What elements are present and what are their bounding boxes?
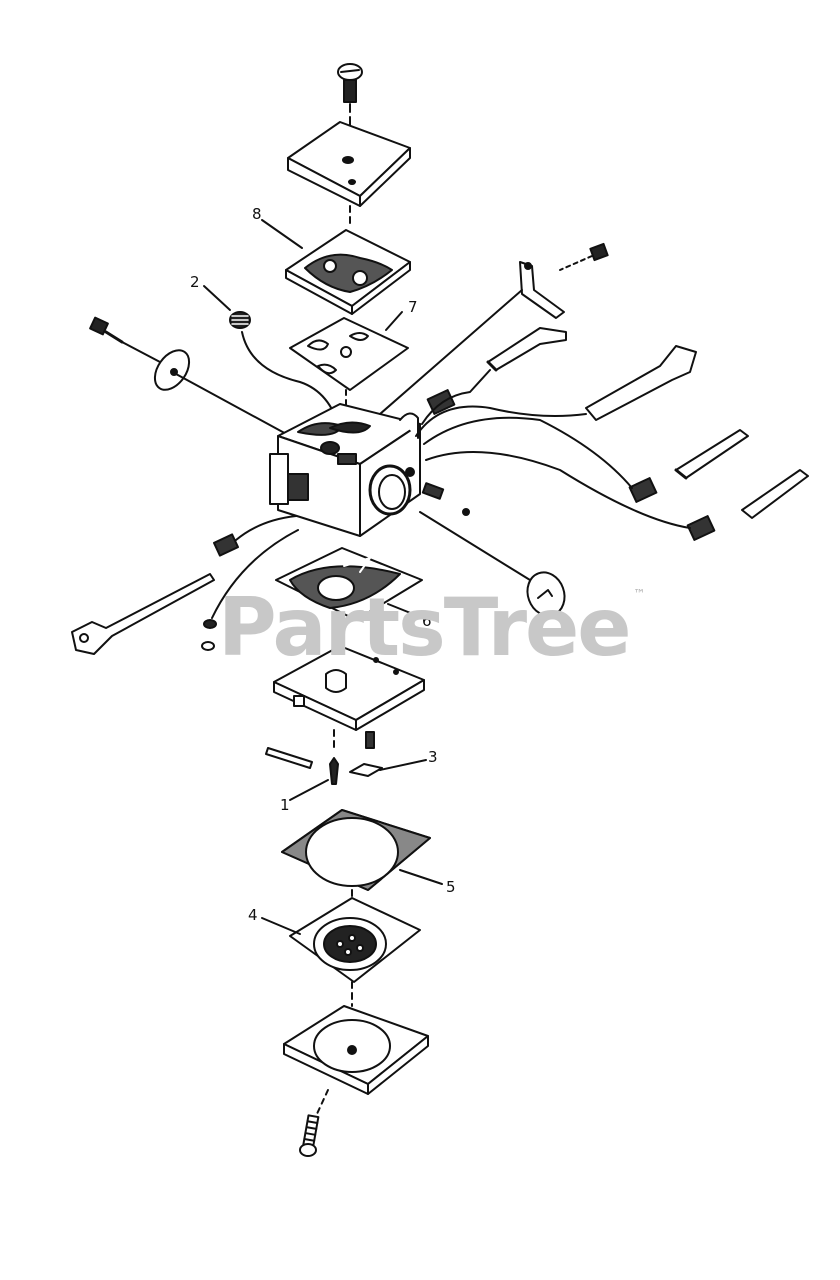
part-8-metering-gasket <box>285 229 411 315</box>
throttle-lever <box>519 261 565 319</box>
needle-mid <box>674 429 749 480</box>
callout-2: 2 <box>190 273 200 291</box>
choke-disc <box>526 571 566 617</box>
part-2-spring <box>229 311 251 329</box>
carburetor-body <box>269 403 421 537</box>
spring-mid <box>628 477 658 503</box>
needle-upper <box>486 327 567 372</box>
part-6-gasket <box>275 547 423 621</box>
metering-spring <box>365 731 375 749</box>
metering-lever <box>349 763 383 777</box>
lever-screw <box>559 242 609 271</box>
idle-needle <box>585 345 697 421</box>
part-7-gasket <box>289 317 409 391</box>
choke-spring <box>212 533 240 557</box>
callout-4: 4 <box>248 906 258 924</box>
left-screw <box>89 316 124 344</box>
callout-7: 7 <box>408 298 418 316</box>
top-screw <box>337 63 363 103</box>
callout-5: 5 <box>446 878 456 896</box>
callout-8: 8 <box>252 205 262 223</box>
callout-6: 6 <box>422 612 432 630</box>
lever-pin <box>265 747 313 769</box>
throttle-disc <box>153 349 191 391</box>
needle-lower <box>741 469 809 519</box>
choke-shaft <box>71 573 215 655</box>
detent-spring <box>201 619 217 651</box>
inlet-needle <box>329 757 339 785</box>
callout-1: 1 <box>280 796 290 814</box>
spring-lower <box>686 515 716 541</box>
cover-plate <box>287 121 411 207</box>
bottom-cover <box>283 1005 429 1095</box>
callout-3: 3 <box>428 748 438 766</box>
part-5-gasket <box>281 809 431 891</box>
check-spring <box>421 482 445 500</box>
bottom-screw <box>299 1114 320 1157</box>
part-4-diaphragm <box>289 897 421 983</box>
pump-body <box>273 645 425 731</box>
